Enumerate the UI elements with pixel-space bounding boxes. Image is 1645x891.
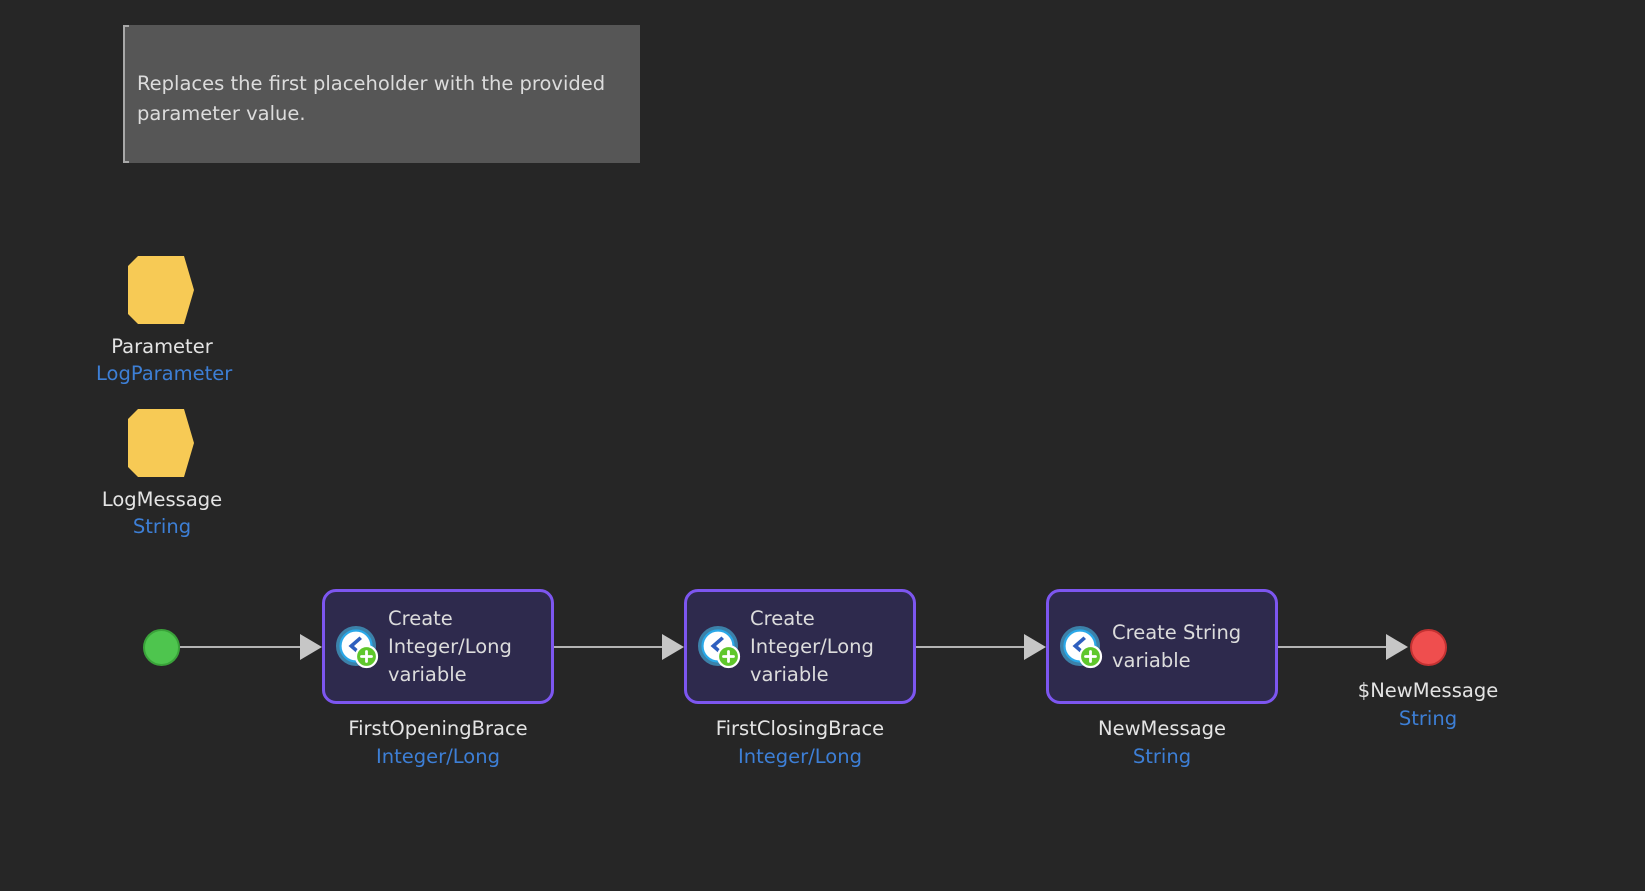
- connector-start-to-node-0: [180, 646, 302, 648]
- parameter-arrow-icon[interactable]: [128, 256, 194, 324]
- end-circle-icon[interactable]: [1410, 629, 1447, 666]
- action-node-2[interactable]: Create String variable: [1046, 589, 1278, 704]
- output-label-name: $NewMessage: [1357, 679, 1499, 702]
- parameter-arrow-icon[interactable]: [128, 409, 194, 477]
- arrowhead-icon: [300, 634, 322, 660]
- action-node-label-name-0: FirstOpeningBrace: [348, 717, 528, 740]
- action-node-title-1: Create Integer/Long variable: [750, 606, 874, 686]
- create-variable-icon: [697, 625, 741, 669]
- action-node-1[interactable]: Create Integer/Long variable: [684, 589, 916, 704]
- action-node-label-name-2: NewMessage: [1098, 717, 1226, 740]
- arrowhead-icon: [1024, 634, 1046, 660]
- parameter-type-0: LogParameter: [96, 362, 233, 385]
- comment-left-bracket: [123, 25, 129, 163]
- comment-text: Replaces the first placeholder with the …: [137, 72, 612, 125]
- action-node-label-name-1: FirstClosingBrace: [715, 717, 885, 740]
- connector-node-2-to-end: [1278, 646, 1388, 648]
- output-label-type: String: [1398, 707, 1458, 730]
- comment-box[interactable]: Replaces the first placeholder with the …: [123, 25, 640, 163]
- output-label: $NewMessage String: [1312, 678, 1544, 734]
- action-node-0[interactable]: Create Integer/Long variable: [322, 589, 554, 704]
- start-circle-icon[interactable]: [143, 629, 180, 666]
- parameter-node-1[interactable]: LogMessage String: [96, 409, 228, 541]
- parameter-name-0: Parameter: [111, 335, 213, 358]
- action-node-label-type-1: Integer/Long: [738, 745, 862, 768]
- parameter-name-1: LogMessage: [101, 488, 223, 511]
- action-node-label-type-0: Integer/Long: [376, 745, 500, 768]
- connector-node-0-to-node-1: [554, 646, 664, 648]
- action-node-label-2: NewMessage String: [1046, 716, 1278, 772]
- connector-node-1-to-node-2: [916, 646, 1026, 648]
- action-node-label-1: FirstClosingBrace Integer/Long: [684, 716, 916, 772]
- create-variable-icon: [1059, 625, 1103, 669]
- action-node-title-0: Create Integer/Long variable: [388, 606, 512, 686]
- arrowhead-icon: [1386, 634, 1408, 660]
- parameter-node-0[interactable]: Parameter LogParameter: [96, 256, 233, 388]
- action-node-title-2: Create String variable: [1112, 620, 1242, 672]
- create-variable-icon: [335, 625, 379, 669]
- action-node-label-type-2: String: [1132, 745, 1192, 768]
- arrowhead-icon: [662, 634, 684, 660]
- parameter-type-1: String: [132, 515, 192, 538]
- action-node-label-0: FirstOpeningBrace Integer/Long: [322, 716, 554, 772]
